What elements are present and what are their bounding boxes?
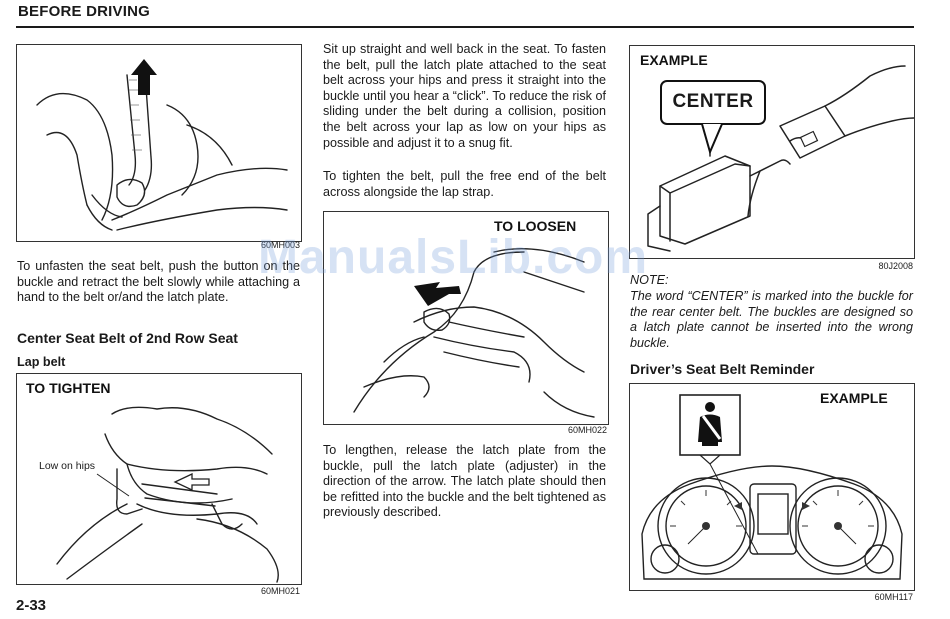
figure-code-reminder: 60MH117 xyxy=(874,592,913,602)
unfasten-instructions: To unfasten the seat belt, push the butt… xyxy=(17,259,300,305)
figure-label-example-center: EXAMPLE xyxy=(640,52,708,68)
figure-label-to-loosen: TO LOOSEN xyxy=(494,218,577,234)
section-heading-belt-reminder: Driver’s Seat Belt Reminder xyxy=(630,361,815,377)
seat-belt-warning-icon xyxy=(698,402,722,446)
unfasten-belt-illustration xyxy=(36,59,288,231)
page-header: BEFORE DRIVING xyxy=(16,0,914,28)
figure-code-unfasten: 60MH003 xyxy=(260,240,300,250)
figure-code-loosen: 60MH022 xyxy=(567,425,607,435)
fasten-instructions: Sit up straight and well back in the sea… xyxy=(323,42,606,150)
subheading-lap-belt: Lap belt xyxy=(17,355,66,369)
tighten-belt-illustration xyxy=(56,406,279,583)
lengthen-instructions: To lengthen, release the latch plate fro… xyxy=(323,443,606,520)
figure-loosen-belt: TO LOOSEN xyxy=(323,211,609,425)
figure-center-buckle: EXAMPLE CENTER xyxy=(629,45,915,259)
center-buckle-illustration xyxy=(647,65,914,252)
figure-label-example-reminder: EXAMPLE xyxy=(820,390,888,406)
loosen-belt-illustration xyxy=(353,248,595,418)
section-title: BEFORE DRIVING xyxy=(18,3,150,20)
figure-code-tighten: 60MH021 xyxy=(260,586,300,596)
tighten-instructions: To tighten the belt, pull the free end o… xyxy=(323,169,606,199)
figure-label-to-tighten: TO TIGHTEN xyxy=(26,380,111,396)
figure-code-center: 80J2008 xyxy=(878,261,913,271)
figure-unfasten-belt xyxy=(16,44,302,242)
note-text: The word “CENTER” is marked into the buc… xyxy=(630,289,913,350)
buckle-center-text: CENTER xyxy=(672,91,754,112)
section-heading-center-belt: Center Seat Belt of 2nd Row Seat xyxy=(17,330,238,346)
note-label: NOTE: xyxy=(630,273,669,287)
figure-belt-reminder: EXAMPLE xyxy=(629,383,915,591)
figure-tighten-belt: TO TIGHTEN Low on hips xyxy=(16,373,302,585)
page-number: 2-33 xyxy=(16,597,47,614)
callout-low-on-hips: Low on hips xyxy=(39,460,96,472)
instrument-cluster-illustration xyxy=(641,394,903,580)
